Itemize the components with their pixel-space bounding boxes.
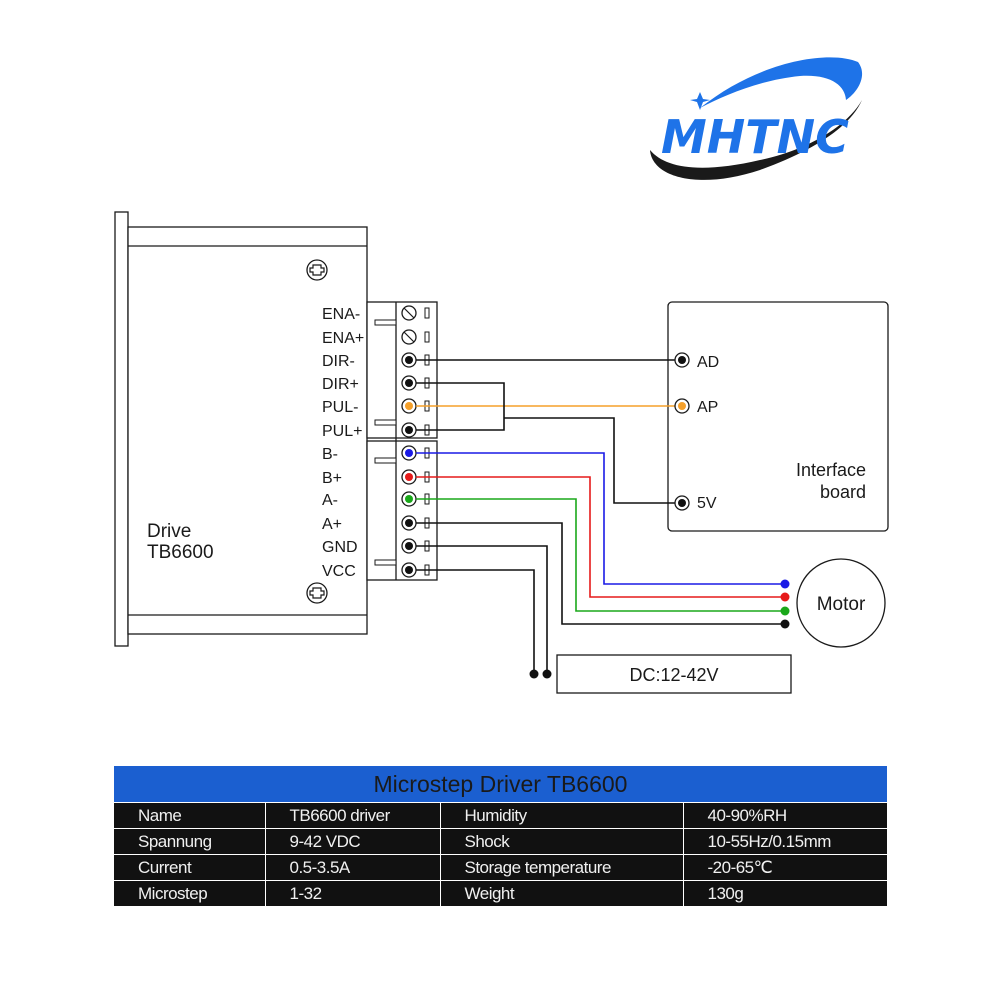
spec-name-cell: Microstep: [114, 880, 265, 906]
spec-value-cell: 130g: [682, 880, 887, 906]
spec-value-cell: 1-32: [264, 880, 440, 906]
mount-screw-top-icon: [306, 259, 328, 281]
wire-vcc-to-power: [416, 569, 535, 674]
spec-name-cell: Name: [114, 802, 265, 829]
pin-label-vcc: VCC: [322, 563, 356, 580]
pin-label-ena-minus: ENA-: [322, 306, 360, 323]
board-pin-ap: [674, 398, 690, 414]
spec-value-cell: -20-65℃: [682, 854, 887, 881]
mount-screw-bottom-icon: [306, 582, 328, 604]
driver-pin-labels: ENA- ENA+ DIR- DIR+ PUL- PUL+ B- B+ A- A+ GND VCC: [322, 306, 364, 580]
interface-board: Interface board AD AP 5V: [667, 301, 889, 532]
pin-label-pul-minus: PUL-: [322, 399, 358, 416]
interface-board-label-line1: Interface: [796, 460, 866, 480]
spec-value-cell: 9-42 VDC: [264, 828, 440, 855]
wire-b-minus-to-motor: [416, 452, 784, 585]
spec-name-cell: Spannung: [114, 828, 265, 855]
board-pin-ap-label: AP: [697, 399, 718, 416]
driver-name-line2: TB6600: [147, 542, 214, 563]
motor-terminal-black: [780, 619, 790, 629]
pin-label-a-plus: A+: [322, 516, 342, 533]
mhtnc-logo: MHTNC: [650, 57, 863, 180]
board-pin-ad: [674, 352, 690, 368]
wire-b-plus-to-motor: [416, 476, 784, 598]
board-pin-5v-label: 5V: [697, 495, 717, 512]
board-pin-ad-label: AD: [697, 354, 719, 371]
pin-label-ena-plus: ENA+: [322, 330, 364, 347]
interface-board-label-line2: board: [820, 482, 866, 502]
spec-name-cell: Shock: [439, 828, 683, 855]
spec-value-cell: 40-90%RH: [682, 802, 887, 829]
motor-terminal-red: [780, 592, 790, 602]
spec-name-cell: Storage temperature: [439, 854, 683, 881]
spec-value-cell: 10-55Hz/0.15mm: [682, 828, 887, 855]
motor: Motor: [796, 558, 886, 648]
spec-name-cell: Weight: [439, 880, 683, 906]
spec-name-cell: Humidity: [439, 802, 683, 829]
wire-dir-plus-bridge: [416, 382, 505, 431]
wires: [416, 352, 790, 679]
pin-label-b-minus: B-: [322, 446, 338, 463]
power-supply: DC:12-42V: [556, 654, 792, 694]
pin-label-b-plus: B+: [322, 470, 342, 487]
pin-label-gnd: GND: [322, 539, 358, 556]
terminal-block: [366, 301, 438, 581]
spec-name-cell: Current: [114, 854, 265, 881]
motor-terminal-green: [780, 606, 790, 616]
wire-bridge-to-5v: [504, 417, 676, 504]
driver-name-line1: Drive: [147, 521, 191, 542]
spec-table-title: Microstep Driver TB6600: [114, 766, 887, 803]
terminal-ena-minus: [401, 305, 430, 321]
wire-a-plus-to-motor: [416, 522, 784, 625]
spec-table-header: Microstep Driver TB6600: [114, 766, 887, 803]
pin-label-a-minus: A-: [322, 492, 338, 509]
pin-label-dir-plus: DIR+: [322, 376, 359, 393]
logo-text: MHTNC: [661, 110, 849, 164]
motor-label: Motor: [817, 594, 866, 615]
pin-label-pul-plus: PUL+: [322, 423, 362, 440]
motor-terminal-blue: [780, 579, 790, 589]
spec-value-cell: 0.5-3.5A: [264, 854, 440, 881]
wire-a-minus-to-motor: [416, 498, 784, 612]
power-terminal-gnd: [542, 669, 552, 679]
board-pin-5v: [674, 495, 690, 511]
power-terminal-vcc: [529, 669, 539, 679]
terminal-ena-plus: [401, 329, 430, 345]
power-supply-label: DC:12-42V: [629, 665, 718, 685]
wire-gnd-to-power: [416, 545, 548, 674]
pin-label-dir-minus: DIR-: [322, 353, 355, 370]
spec-value-cell: TB6600 driver: [264, 802, 440, 829]
